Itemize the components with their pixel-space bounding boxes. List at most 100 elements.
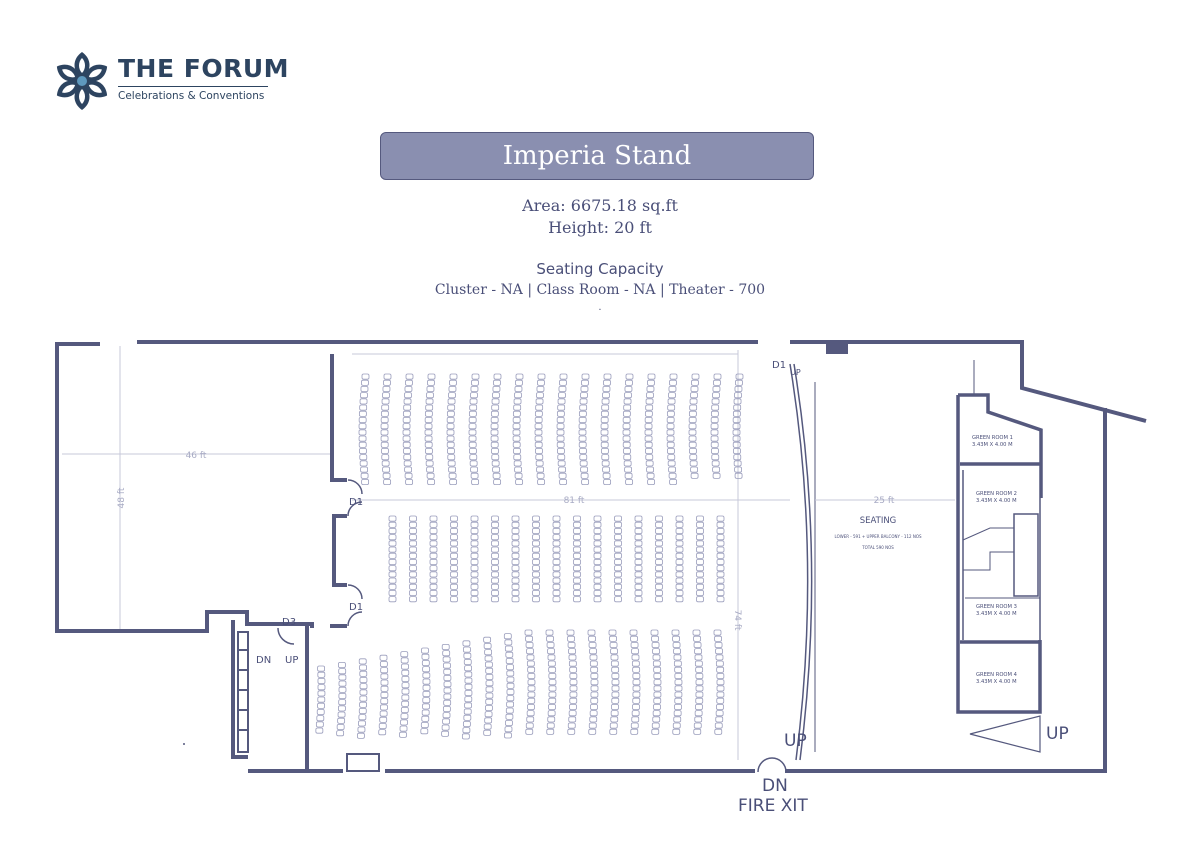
seat: [421, 660, 430, 667]
seat: [409, 577, 417, 584]
seat: [527, 685, 536, 692]
seat: [470, 472, 479, 479]
seat: [422, 684, 431, 691]
seat: [614, 571, 622, 578]
seat: [644, 441, 653, 448]
seat: [548, 666, 557, 673]
seat: [470, 392, 478, 399]
seat: [380, 673, 389, 680]
seat: [505, 707, 514, 714]
seat: [715, 660, 724, 667]
seat: [426, 385, 435, 392]
seat: [409, 515, 417, 522]
seat: [447, 460, 456, 467]
seat: [675, 528, 684, 535]
seat: [653, 685, 662, 692]
seat: [622, 441, 631, 448]
seat: [425, 454, 434, 461]
seat: [399, 725, 408, 732]
seat: [358, 410, 367, 417]
green-room-1-name: GREEN ROOM 1: [972, 435, 1013, 441]
seat: [671, 629, 680, 636]
seat: [402, 435, 411, 442]
seat: [511, 571, 520, 578]
seat: [716, 666, 725, 673]
seat: [552, 521, 561, 528]
seat: [506, 701, 515, 708]
seat: [484, 717, 493, 724]
seat: [735, 373, 744, 380]
seat: [552, 534, 561, 541]
seat: [675, 565, 684, 572]
seat: [532, 552, 540, 559]
seat: [629, 629, 638, 636]
seat: [429, 534, 438, 541]
seat: [443, 681, 452, 688]
seat: [716, 521, 725, 528]
seat: [566, 629, 575, 636]
seat: [674, 673, 683, 680]
seat: [424, 441, 433, 448]
seat: [446, 441, 455, 448]
seat: [511, 583, 520, 590]
stair-up-bottom: UP: [784, 731, 807, 751]
green-room-4-size: 3.43M X 4.00 M: [976, 679, 1017, 685]
seat: [579, 404, 588, 411]
green-room-2-size: 3.43M X 4.00 M: [976, 498, 1017, 504]
seat: [484, 711, 493, 718]
seat: [513, 454, 522, 461]
seat: [624, 466, 632, 473]
seat: [468, 441, 477, 448]
seat: [464, 702, 472, 709]
seat: [483, 636, 492, 643]
seat: [600, 429, 609, 436]
seat: [674, 691, 683, 698]
seat: [634, 596, 643, 603]
seat: [429, 540, 438, 547]
seat: [632, 704, 640, 711]
seat: [711, 447, 719, 454]
door-d1-mid: D1: [349, 497, 363, 508]
seat: [573, 521, 581, 528]
seat: [503, 633, 512, 640]
dim-25: 25 ft: [874, 496, 895, 506]
seat: [446, 435, 455, 442]
seat: [536, 392, 544, 399]
seat: [634, 546, 643, 553]
seat: [552, 515, 561, 522]
seat: [380, 692, 389, 699]
seat: [667, 404, 676, 411]
seat: [634, 534, 643, 541]
seat: [569, 666, 578, 673]
seat: [593, 515, 602, 522]
seat: [448, 392, 456, 399]
seat: [675, 596, 684, 603]
seat: [524, 629, 533, 636]
seat: [442, 712, 451, 719]
seat: [338, 686, 347, 693]
seat: [536, 472, 545, 479]
seat: [383, 373, 392, 380]
seat: [537, 373, 546, 380]
seat: [464, 683, 473, 690]
seat: [589, 648, 597, 655]
seat: [601, 398, 610, 405]
seat: [491, 404, 500, 411]
green-room-1-size: 3.43M X 4.00 M: [972, 442, 1013, 448]
seat: [714, 728, 723, 735]
seat: [672, 722, 681, 729]
seat: [590, 697, 599, 704]
seat: [450, 521, 458, 528]
seat: [696, 546, 704, 553]
seat: [646, 392, 654, 399]
seat: [338, 674, 347, 681]
seat: [358, 441, 367, 448]
seat: [382, 466, 391, 473]
seat: [695, 691, 704, 698]
seat: [493, 379, 501, 386]
seat: [380, 416, 389, 423]
seat: [695, 679, 704, 686]
seat: [590, 685, 599, 692]
seat: [716, 534, 725, 541]
